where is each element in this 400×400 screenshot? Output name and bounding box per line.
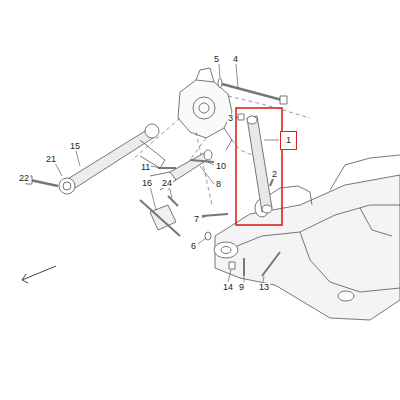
- callout-number: 24: [161, 179, 173, 188]
- highlight-frame: [236, 108, 282, 225]
- direction-arrow: [22, 266, 56, 283]
- callout-number: 6: [190, 242, 197, 251]
- callout-number: 11: [140, 163, 151, 172]
- callout-number: 15: [69, 142, 81, 151]
- callout-number: 4: [232, 55, 239, 64]
- callout-number: 21: [45, 155, 57, 164]
- subframe: [215, 175, 400, 320]
- knuckle: [178, 80, 232, 138]
- callout-number: 7: [193, 215, 200, 224]
- callout-number: 13: [258, 283, 270, 292]
- callout-number: 16: [141, 179, 153, 188]
- callout-number: 22: [18, 174, 30, 183]
- callout-number: 8: [215, 180, 222, 189]
- callout-number: 2: [271, 170, 278, 179]
- callout-number: 10: [215, 162, 227, 171]
- control-arm: [247, 116, 272, 212]
- toe-link: [66, 128, 156, 190]
- callout-number: 14: [222, 283, 234, 292]
- callout-box: 1: [280, 131, 297, 150]
- callout-number: 5: [213, 55, 220, 64]
- callout-number: 1: [286, 136, 291, 145]
- callout-number: 3: [227, 114, 234, 123]
- callout-number: 9: [238, 283, 245, 292]
